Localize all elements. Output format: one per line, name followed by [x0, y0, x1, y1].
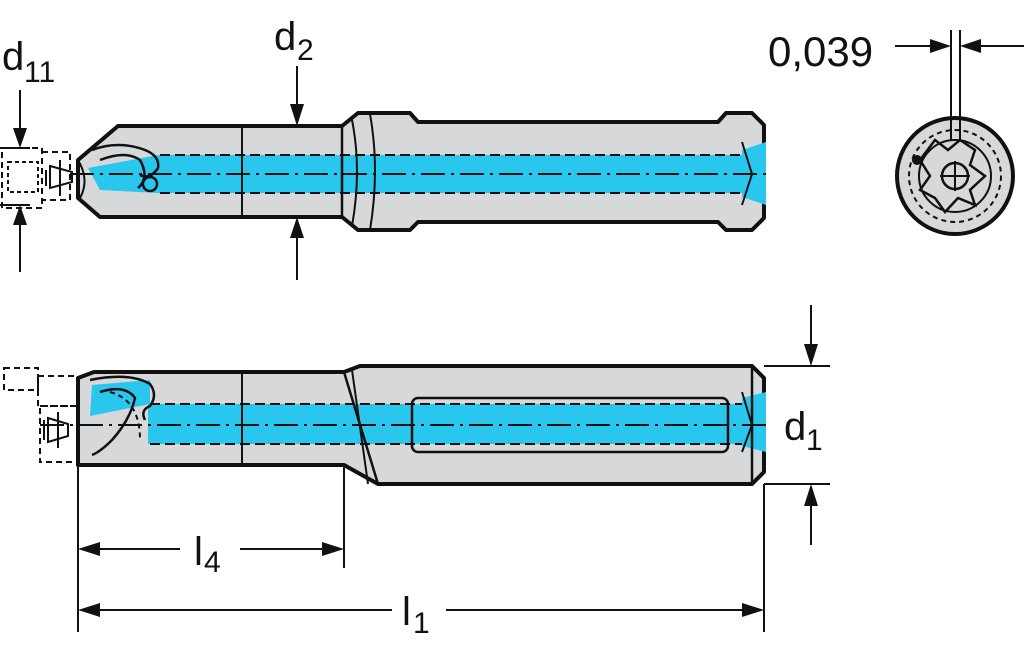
l1-label: l [402, 590, 411, 634]
offset-label: 0,039 [768, 28, 873, 75]
l4-label: l [194, 530, 203, 574]
d11-label: d [2, 35, 24, 79]
side-view [3, 364, 770, 486]
l1-subscript: 1 [413, 607, 430, 640]
d11-subscript: 11 [24, 56, 55, 89]
dim-d1: d 1 [764, 305, 830, 545]
dim-d11: d 11 [0, 35, 55, 272]
dim-d2: d 2 [274, 15, 314, 280]
d2-subscript: 2 [297, 34, 314, 67]
dim-offset: 0,039 [768, 28, 1024, 75]
end-view [895, 30, 1015, 236]
dim-l1: l 1 [78, 590, 764, 640]
dim-l4: l 4 [78, 530, 344, 579]
side-coolant-inlet [90, 380, 150, 416]
d2-label: d [274, 15, 296, 59]
d1-label: d [784, 405, 806, 449]
d1-subscript: 1 [806, 424, 823, 457]
l4-subscript: 4 [204, 546, 221, 579]
top-view [1, 111, 770, 232]
